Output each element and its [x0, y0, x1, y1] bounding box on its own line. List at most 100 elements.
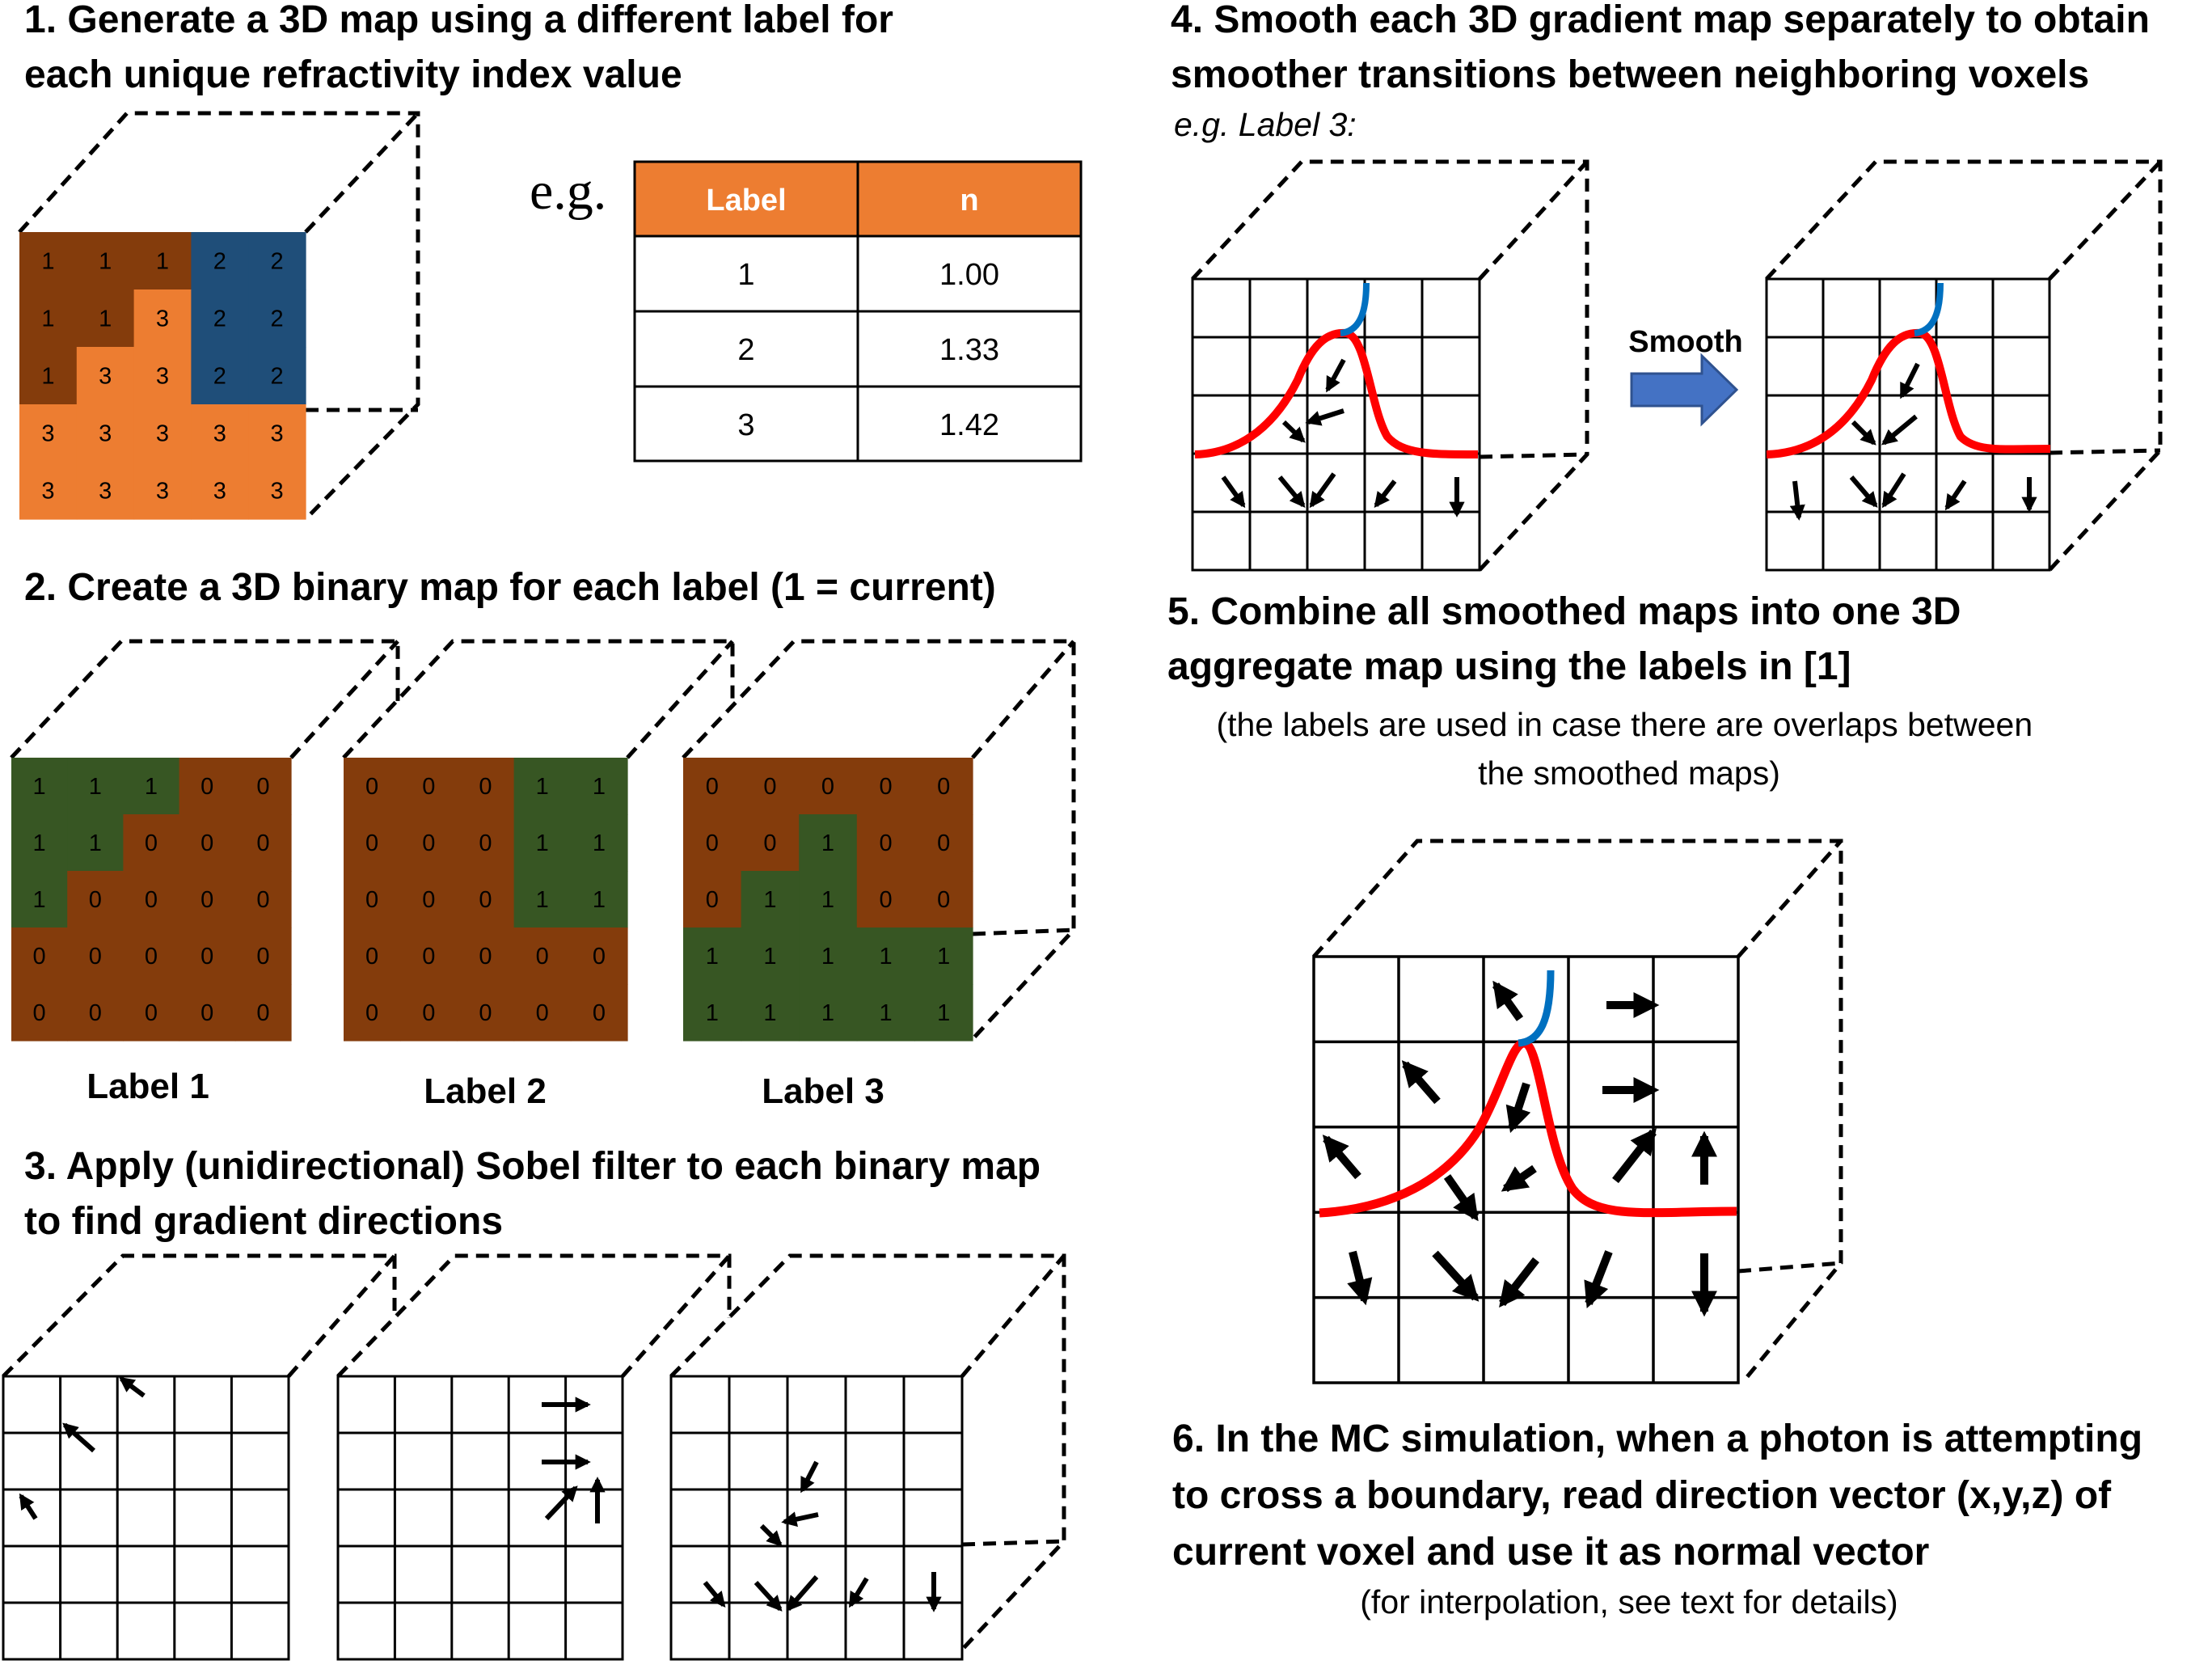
- sobel-cube-label1-edges: [2, 1253, 397, 1378]
- voxel-value: 3: [156, 421, 169, 447]
- voxel-cell: [133, 232, 192, 290]
- voxel-cell: [799, 758, 858, 815]
- voxel-cell: [683, 927, 742, 985]
- voxel-value: 0: [937, 830, 950, 856]
- step6-note: (for interpolation, see text for details…: [1360, 1583, 1898, 1620]
- voxel-cell: [570, 758, 628, 815]
- binary-cube-label2-edges: [342, 639, 735, 759]
- gradient-arrow: [1501, 1164, 1537, 1193]
- gradient-arrow: [1849, 475, 1878, 508]
- voxel-cell: [76, 404, 135, 463]
- voxel-cell: [191, 404, 249, 463]
- gradient-arrow: [19, 1493, 38, 1520]
- step6-line3: current voxel and use it as normal vecto…: [1172, 1531, 1929, 1574]
- gradient-arrow: [1881, 472, 1906, 509]
- voxel-cell: [799, 814, 858, 872]
- step1-title: 1. Generate a 3D map using a different l…: [24, 0, 904, 96]
- voxel-cell: [133, 404, 192, 463]
- gradient-arrow: [1443, 1174, 1480, 1222]
- voxel-value: 0: [937, 774, 950, 800]
- voxel-value: 0: [422, 887, 435, 913]
- step5-line2: aggregate map using the labels in [1]: [1167, 645, 1851, 688]
- sobel-grid-label2: [336, 1375, 624, 1661]
- step5-note: (the labels are used in case there are o…: [1216, 706, 2041, 792]
- voxel-value: 1: [706, 944, 719, 970]
- step1-line2: each unique refractivity index value: [24, 53, 682, 96]
- voxel-value: 0: [880, 830, 893, 856]
- incident-photon-path: [1340, 282, 1370, 336]
- voxel-cell: [123, 871, 180, 928]
- voxel-value: 0: [880, 774, 893, 800]
- step5-title: 5. Combine all smoothed maps into one 3D…: [1167, 590, 1972, 688]
- gradient-arrow: [1789, 480, 1805, 521]
- gradient-arrow: [1505, 1082, 1531, 1134]
- voxel-value: 0: [479, 1000, 492, 1026]
- voxel-value: 0: [706, 887, 719, 913]
- voxel-value: 1: [821, 887, 834, 913]
- voxel-cell: [191, 462, 249, 520]
- gradient-arrow: [1322, 1134, 1361, 1180]
- gradient-arrow: [781, 1511, 819, 1527]
- voxel-cell: [799, 927, 858, 985]
- voxel-cell: [11, 871, 68, 928]
- voxel-value: 0: [536, 1000, 549, 1026]
- voxel-cell: [234, 984, 292, 1042]
- smooth-grid-frame: [1191, 277, 1481, 572]
- voxel-cell: [67, 927, 124, 985]
- voxel-value: 3: [156, 479, 169, 505]
- gradient-arrow: [848, 1577, 869, 1608]
- voxel-cell: [179, 871, 236, 928]
- gradient-arrow: [786, 1575, 819, 1612]
- voxel-value: 0: [706, 774, 719, 800]
- voxel-value: 1: [33, 774, 46, 800]
- voxel-value: 1: [763, 944, 776, 970]
- binary-cube-label3-edges: [682, 639, 1076, 1041]
- gradient-arrow: [1374, 480, 1397, 509]
- voxel-cell: [344, 758, 401, 815]
- step5-note-line2: the smoothed maps): [1478, 754, 1780, 792]
- binary-caption-label3: Label 3: [762, 1071, 884, 1111]
- voxel-value: 1: [145, 774, 158, 800]
- incident-photon-path: [1914, 282, 1944, 336]
- unsmoothed-cube-edges: [1191, 159, 1589, 572]
- voxel-cell: [344, 927, 401, 985]
- voxel-cell: [123, 814, 180, 872]
- voxel-cell: [179, 814, 236, 872]
- voxel-value: 3: [271, 421, 284, 447]
- table-cell: 1: [737, 258, 754, 292]
- binary-caption-label1: Label 1: [87, 1067, 209, 1106]
- voxel-cell: [19, 289, 78, 348]
- voxel-value: 1: [41, 249, 54, 275]
- step2-line1: 2. Create a 3D binary map for each label…: [24, 566, 996, 609]
- voxel-value: 1: [880, 1000, 893, 1026]
- binary-caption-label2: Label 2: [424, 1071, 547, 1111]
- gradient-arrow: [1325, 358, 1346, 393]
- table-header-n: n: [960, 184, 978, 218]
- voxel-value: 2: [213, 249, 226, 275]
- voxel-value: 0: [201, 774, 213, 800]
- gradient-arrow: [62, 1422, 95, 1453]
- voxel-value: 0: [145, 944, 158, 970]
- gradient-arrow: [1277, 475, 1306, 508]
- voxel-cell: [457, 984, 515, 1042]
- voxel-cell: [67, 758, 124, 815]
- voxel-cell: [133, 347, 192, 405]
- voxel-cell: [856, 814, 915, 872]
- voxel-value: 1: [99, 249, 112, 275]
- voxel-cell: [856, 927, 915, 985]
- voxel-value: 0: [422, 1000, 435, 1026]
- voxel-value: 3: [156, 306, 169, 332]
- gradient-arrow: [1612, 1127, 1657, 1184]
- voxel-value: 0: [201, 887, 213, 913]
- gradient-arrow: [118, 1376, 146, 1398]
- gradient-arrow: [1347, 1250, 1373, 1306]
- voxel-value: 0: [763, 830, 776, 856]
- voxel-value: 1: [763, 1000, 776, 1026]
- smooth-arrow-icon: [1630, 353, 1739, 427]
- voxel-cell: [123, 758, 180, 815]
- voxel-cell: [914, 814, 973, 872]
- step4-title: 4. Smooth each 3D gradient map separatel…: [1171, 0, 2160, 96]
- voxel-value: 0: [365, 944, 378, 970]
